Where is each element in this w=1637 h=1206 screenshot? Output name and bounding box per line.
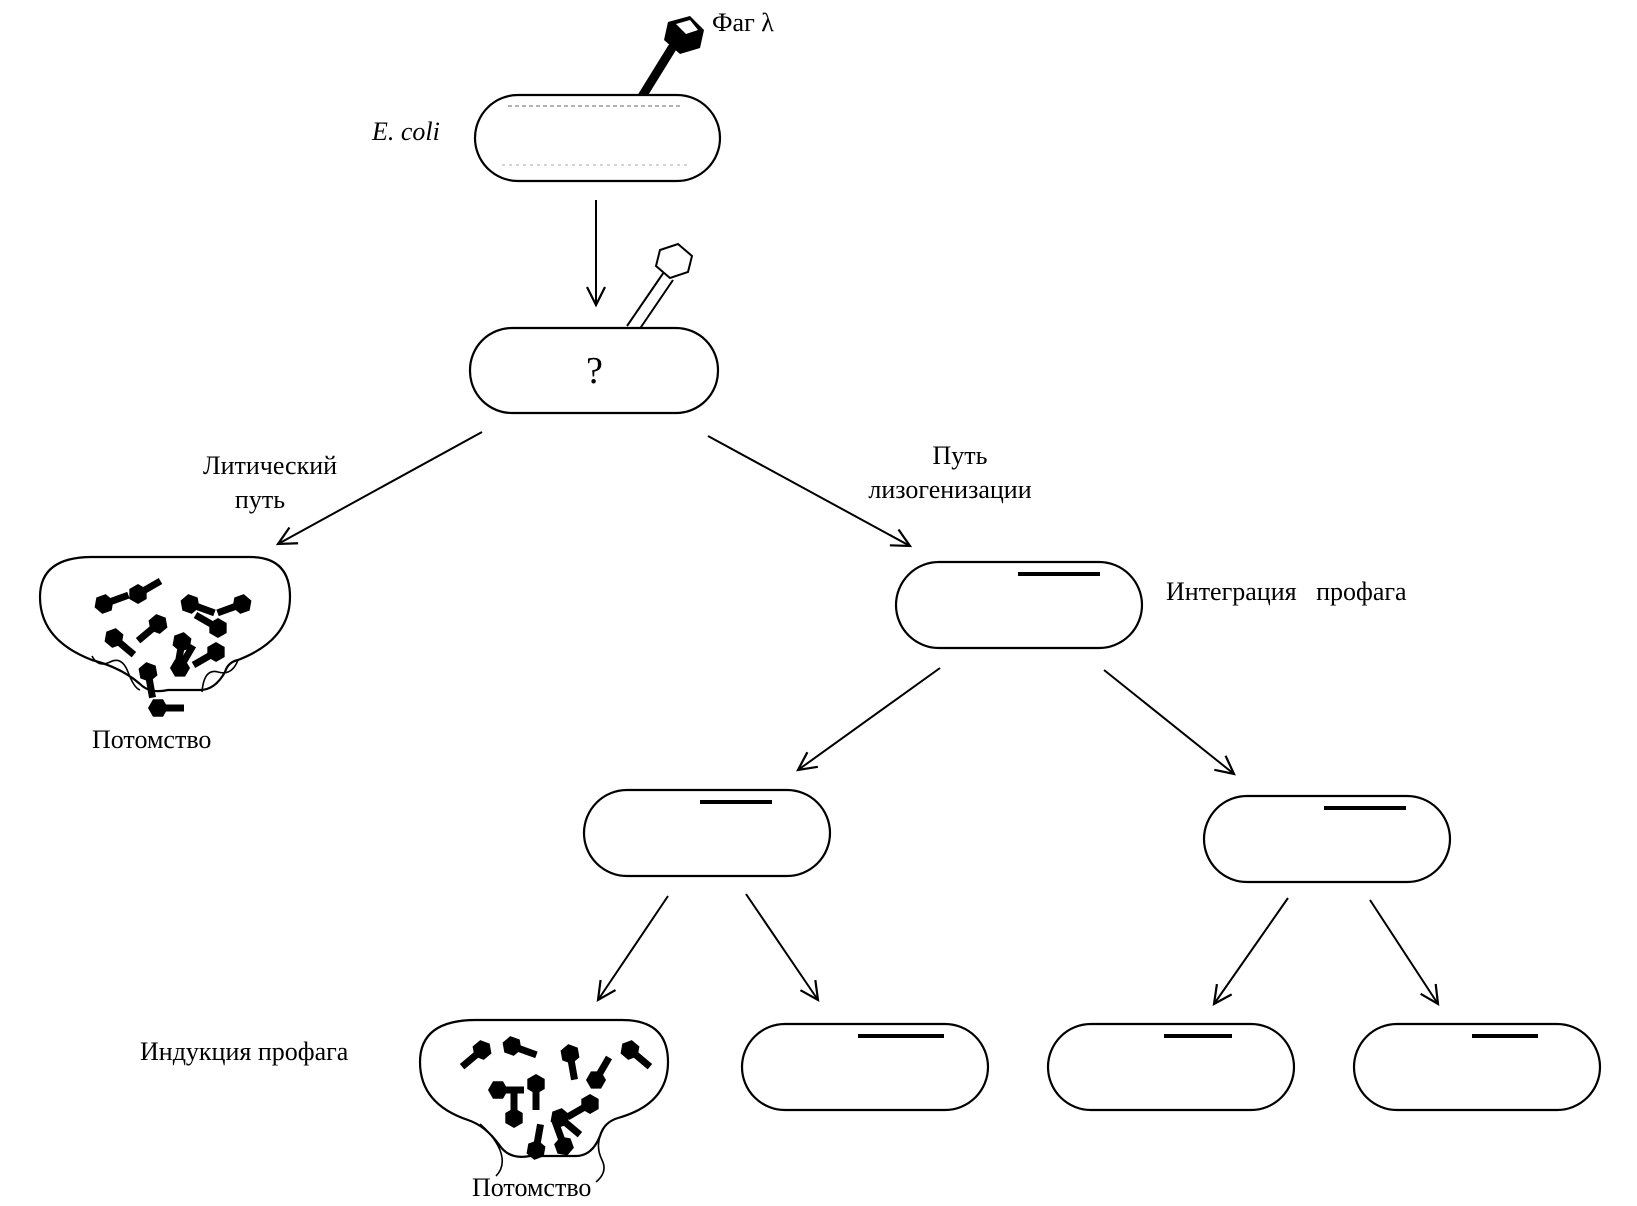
lytic-path-label-line1: Литический: [202, 451, 338, 480]
progeny-phage-particle: [129, 577, 163, 605]
ecoli-cell-infected: [473, 93, 722, 183]
arrow-lytic-path: [275, 431, 483, 546]
host-label: E. coli: [372, 117, 440, 146]
ecoli-cell-decision: [468, 326, 720, 415]
lysogeny-path-label-line2: лизогенизации: [868, 475, 1032, 504]
progeny-phage-particle: [191, 641, 225, 669]
progeny-phage-particle: [135, 614, 168, 644]
progeny-phage-particle: [459, 1040, 492, 1070]
progeny-phage-particle: [169, 643, 197, 677]
ecoli-cell-lysogen-gen2-left: [582, 788, 832, 878]
lytic-path-label-line2: путь: [234, 485, 286, 514]
progeny-phage-particle: [104, 628, 137, 658]
progeny-phages-top: [94, 577, 252, 717]
progeny-phage-particle: [488, 1081, 524, 1099]
prophage-integration-label: Интеграция профага: [1166, 577, 1407, 606]
progeny-label-top: Потомство: [92, 725, 212, 754]
arrow-gen3-3: [1212, 897, 1289, 1007]
progeny-phage-particle: [505, 1092, 523, 1128]
progeny-phage-particle: [216, 594, 252, 617]
progeny-phage-particle: [502, 1036, 538, 1059]
progeny-phage-particle: [148, 699, 184, 717]
ecoli-cell-prophage-integrated: [894, 560, 1144, 650]
phage-label: Фаг λ: [712, 8, 774, 37]
phage-ghost: [626, 242, 694, 331]
lysed-cell-induced: [418, 1018, 670, 1183]
ecoli-cell-lysogen-gen3-a: [740, 1022, 990, 1112]
progeny-phage-particle: [193, 611, 227, 639]
progeny-phages-bottom: [459, 1036, 653, 1160]
arrow-gen3-4: [1369, 899, 1440, 1007]
arrow-division-right: [1103, 669, 1236, 776]
progeny-phage-particle: [565, 1093, 599, 1121]
progeny-label-bottom: Потомство: [472, 1173, 592, 1202]
progeny-phage-particle: [526, 1123, 546, 1160]
arrow-division-left: [796, 667, 941, 772]
ecoli-cell-lysogen-gen2-right: [1202, 794, 1452, 884]
arrow-gen3-1: [596, 895, 669, 1003]
progeny-phage-particle: [138, 662, 158, 699]
unknown-fate-label: ?: [586, 350, 603, 392]
ecoli-cell-lysogen-gen3-b: [1046, 1022, 1296, 1112]
progeny-phage-particle: [180, 594, 216, 617]
progeny-phage-particle: [560, 1044, 580, 1081]
arrow-gen3-2: [745, 893, 820, 1003]
arrow-lysogeny-path: [707, 435, 913, 548]
progeny-phage-particle: [620, 1040, 653, 1070]
progeny-phage-particle: [551, 1120, 574, 1156]
ecoli-cell-lysogen-gen3-c: [1352, 1022, 1602, 1112]
progeny-phage-particle: [527, 1074, 545, 1110]
progeny-phage-particle: [585, 1055, 613, 1089]
progeny-phage-particle: [94, 591, 130, 614]
lysed-cell-top: [38, 555, 292, 693]
prophage-induction-label: Индукция профага: [140, 1037, 349, 1066]
lysogeny-path-label-line1: Путь: [932, 441, 988, 470]
